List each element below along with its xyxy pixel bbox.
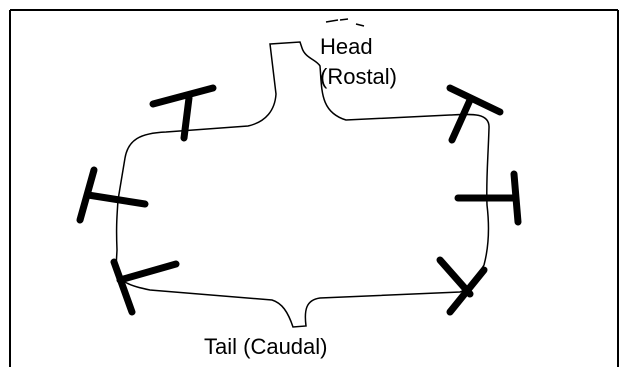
limb-middle-right bbox=[454, 170, 522, 226]
limbs bbox=[76, 84, 522, 316]
limb-rear-right bbox=[436, 256, 488, 316]
limb-middle-left bbox=[76, 166, 149, 224]
body-outline bbox=[115, 41, 490, 328]
limb-front-right bbox=[446, 84, 504, 144]
limb-rear-left bbox=[110, 258, 180, 316]
scribble-mark bbox=[325, 18, 365, 27]
rostal-label: (Rostal) bbox=[320, 64, 398, 89]
limb-front-left bbox=[149, 84, 217, 142]
tail-label: Tail (Caudal) bbox=[202, 334, 330, 360]
diagram-frame bbox=[9, 9, 619, 367]
head-label: Head bbox=[320, 34, 373, 59]
